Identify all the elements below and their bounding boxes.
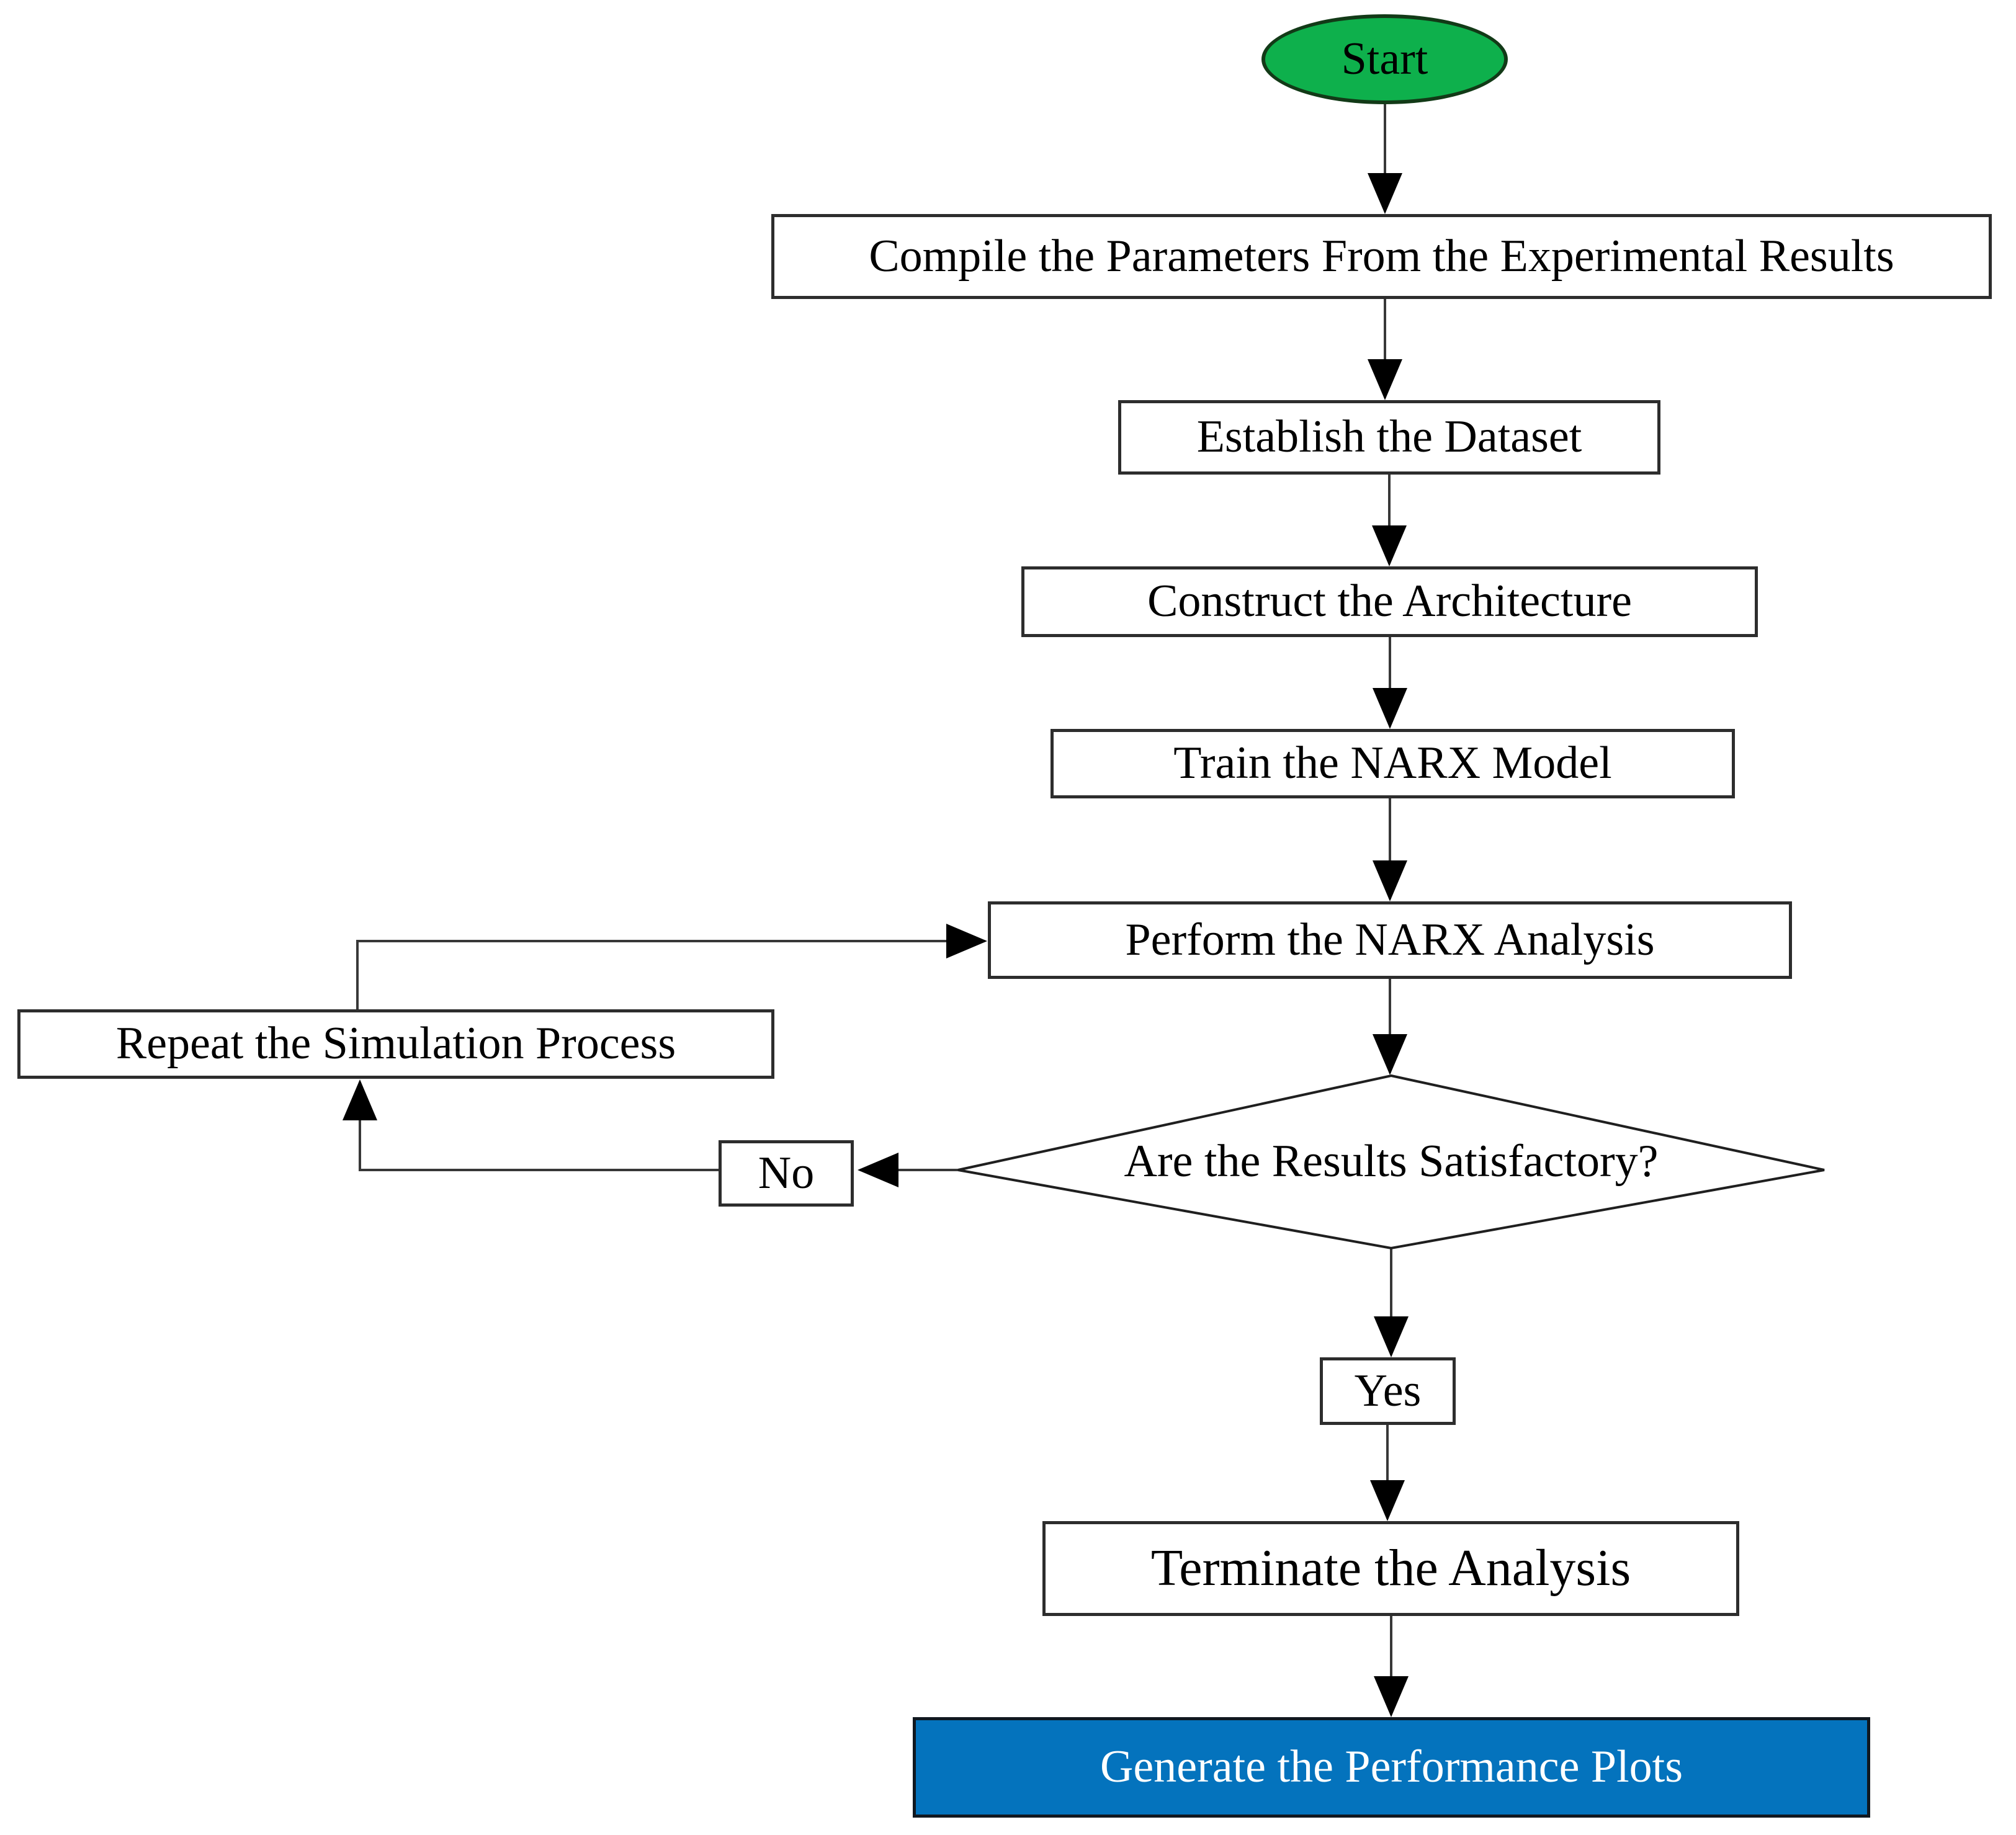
node-yes-label: Yes [1354, 1365, 1422, 1416]
node-generate-performance-plots: Generate the Performance Plots [913, 1717, 1870, 1818]
node-repeat-simulation: Repeat the Simulation Process [17, 1009, 774, 1079]
node-yes: Yes [1320, 1357, 1456, 1425]
node-terminate-analysis: Terminate the Analysis [1042, 1521, 1739, 1616]
node-generate-performance-plots-label: Generate the Performance Plots [1100, 1741, 1683, 1793]
decision-diamond-shape [957, 1074, 1825, 1250]
node-construct-architecture-label: Construct the Architecture [1147, 576, 1632, 627]
node-no-label: No [758, 1147, 815, 1199]
node-decision-results-satisfactory: Are the Results Satisfactory? [958, 1076, 1824, 1248]
node-perform-narx-analysis-label: Perform the NARX Analysis [1125, 914, 1655, 965]
node-train-narx-model-label: Train the NARX Model [1173, 738, 1612, 789]
node-start-label: Start [1341, 33, 1428, 84]
edge-no-repeat [343, 1079, 719, 1171]
node-repeat-simulation-label: Repeat the Simulation Process [115, 1018, 676, 1069]
node-compile-parameters: Compile the Parameters From the Experime… [771, 214, 1992, 299]
node-compile-parameters-label: Compile the Parameters From the Experime… [869, 230, 1894, 282]
node-perform-narx-analysis: Perform the NARX Analysis [988, 901, 1792, 979]
node-construct-architecture: Construct the Architecture [1021, 566, 1758, 637]
node-train-narx-model: Train the NARX Model [1051, 729, 1735, 798]
node-establish-dataset-label: Establish the Dataset [1196, 411, 1582, 463]
node-start: Start [1261, 14, 1508, 104]
edge-repeat-perform [356, 924, 987, 1009]
node-decision-label: Are the Results Satisfactory? [1124, 1136, 1659, 1187]
node-no: No [719, 1140, 854, 1207]
node-establish-dataset: Establish the Dataset [1118, 400, 1660, 475]
node-terminate-analysis-label: Terminate the Analysis [1150, 1539, 1631, 1597]
